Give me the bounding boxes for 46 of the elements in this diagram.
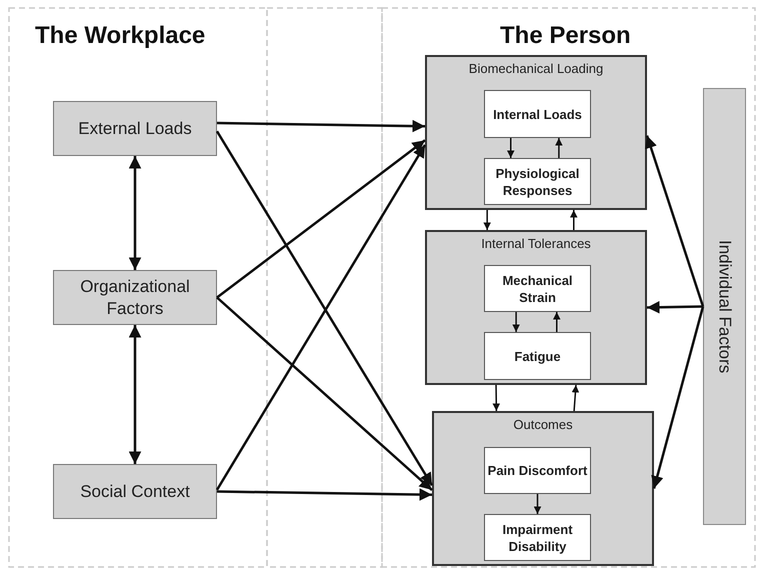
process-box <box>484 332 591 380</box>
arrow <box>644 135 704 307</box>
node-label: Internal Loads <box>493 106 582 122</box>
arrow <box>570 210 578 230</box>
process-box <box>484 447 591 494</box>
process-box <box>484 514 591 561</box>
process-box <box>484 90 591 138</box>
factor-box <box>53 270 217 325</box>
factor-box <box>53 464 217 519</box>
section-title: The Person <box>500 22 631 50</box>
node-label: Mechanical Strain <box>501 272 574 306</box>
node-label: Internal Tolerances <box>481 236 591 251</box>
arrow <box>216 120 426 132</box>
arrow <box>483 210 491 230</box>
factor-bar <box>703 88 746 525</box>
node-label: Biomechanical Loading <box>468 61 604 76</box>
arrow <box>507 138 514 158</box>
arrow <box>572 384 580 412</box>
arrow <box>492 384 500 412</box>
node-label: Impairment Disability <box>501 520 574 554</box>
arrow <box>553 312 560 332</box>
process-box <box>484 158 591 205</box>
node-label: Individual Factors <box>714 240 734 374</box>
arrow <box>128 325 142 464</box>
node-label: Social Context <box>80 480 190 502</box>
arrow <box>534 494 542 514</box>
node-label: Organizational Factors <box>79 276 191 320</box>
arrow <box>216 296 433 491</box>
factor-box <box>53 101 217 156</box>
section-title: The Workplace <box>35 22 206 50</box>
arrow <box>555 138 563 158</box>
arrow <box>216 488 432 501</box>
stage-box <box>425 230 647 385</box>
arrow <box>646 301 704 314</box>
process-box <box>484 265 591 312</box>
arrow <box>651 306 704 489</box>
node-label: Fatigue <box>514 348 561 364</box>
arrow <box>216 139 426 298</box>
node-label: Physiological Responses <box>494 164 580 198</box>
arrow <box>512 312 520 332</box>
stage-box <box>425 55 647 210</box>
stage-box <box>432 411 654 566</box>
node-label: External Loads <box>78 118 192 140</box>
node-label: Pain Discomfort <box>488 462 588 479</box>
arrow <box>128 156 142 270</box>
node-label: Outcomes <box>513 417 573 432</box>
